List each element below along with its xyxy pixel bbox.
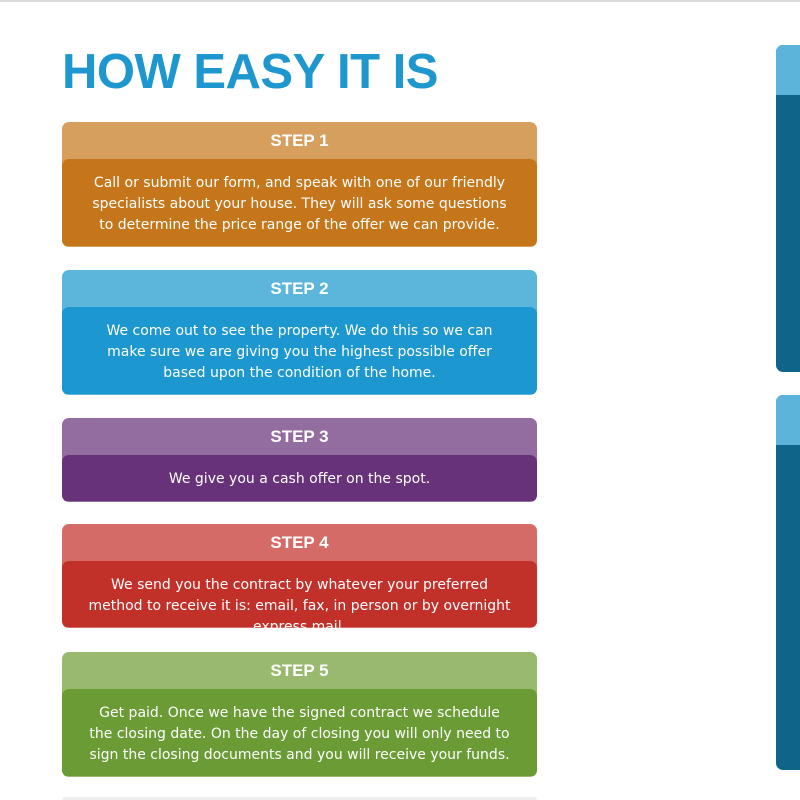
side-panel-upper-header <box>776 45 800 95</box>
top-divider <box>0 0 800 2</box>
step-2-header: STEP 2 <box>270 279 329 298</box>
side-panel-upper <box>776 45 800 372</box>
step-card-5: STEP 5 Get paid. Once we have the signed… <box>62 652 537 777</box>
step-4-description: We send you the contract by whatever you… <box>62 561 537 628</box>
step-5-description: Get paid. Once we have the signed contra… <box>62 689 537 776</box>
step-3-description: We give you a cash offer on the spot. <box>62 455 537 501</box>
step-3-header: STEP 3 <box>270 427 329 446</box>
side-panel-lower <box>776 395 800 770</box>
step-2-description: We come out to see the property. We do t… <box>62 307 537 394</box>
step-1-header: STEP 1 <box>270 131 329 150</box>
page-title: HOW EASY IT IS <box>62 45 438 99</box>
step-4-header: STEP 4 <box>270 533 329 552</box>
side-panel-lower-header <box>776 395 800 445</box>
step-card-2: STEP 2 We come out to see the property. … <box>62 270 537 395</box>
step-card-4: STEP 4 We send you the contract by whate… <box>62 524 537 628</box>
next-card-edge <box>62 797 537 800</box>
step-card-1: STEP 1 Call or submit our form, and spea… <box>62 122 537 247</box>
step-card-3: STEP 3 We give you a cash offer on the s… <box>62 418 537 502</box>
step-1-description: Call or submit our form, and speak with … <box>62 159 537 246</box>
step-5-header: STEP 5 <box>270 661 329 680</box>
